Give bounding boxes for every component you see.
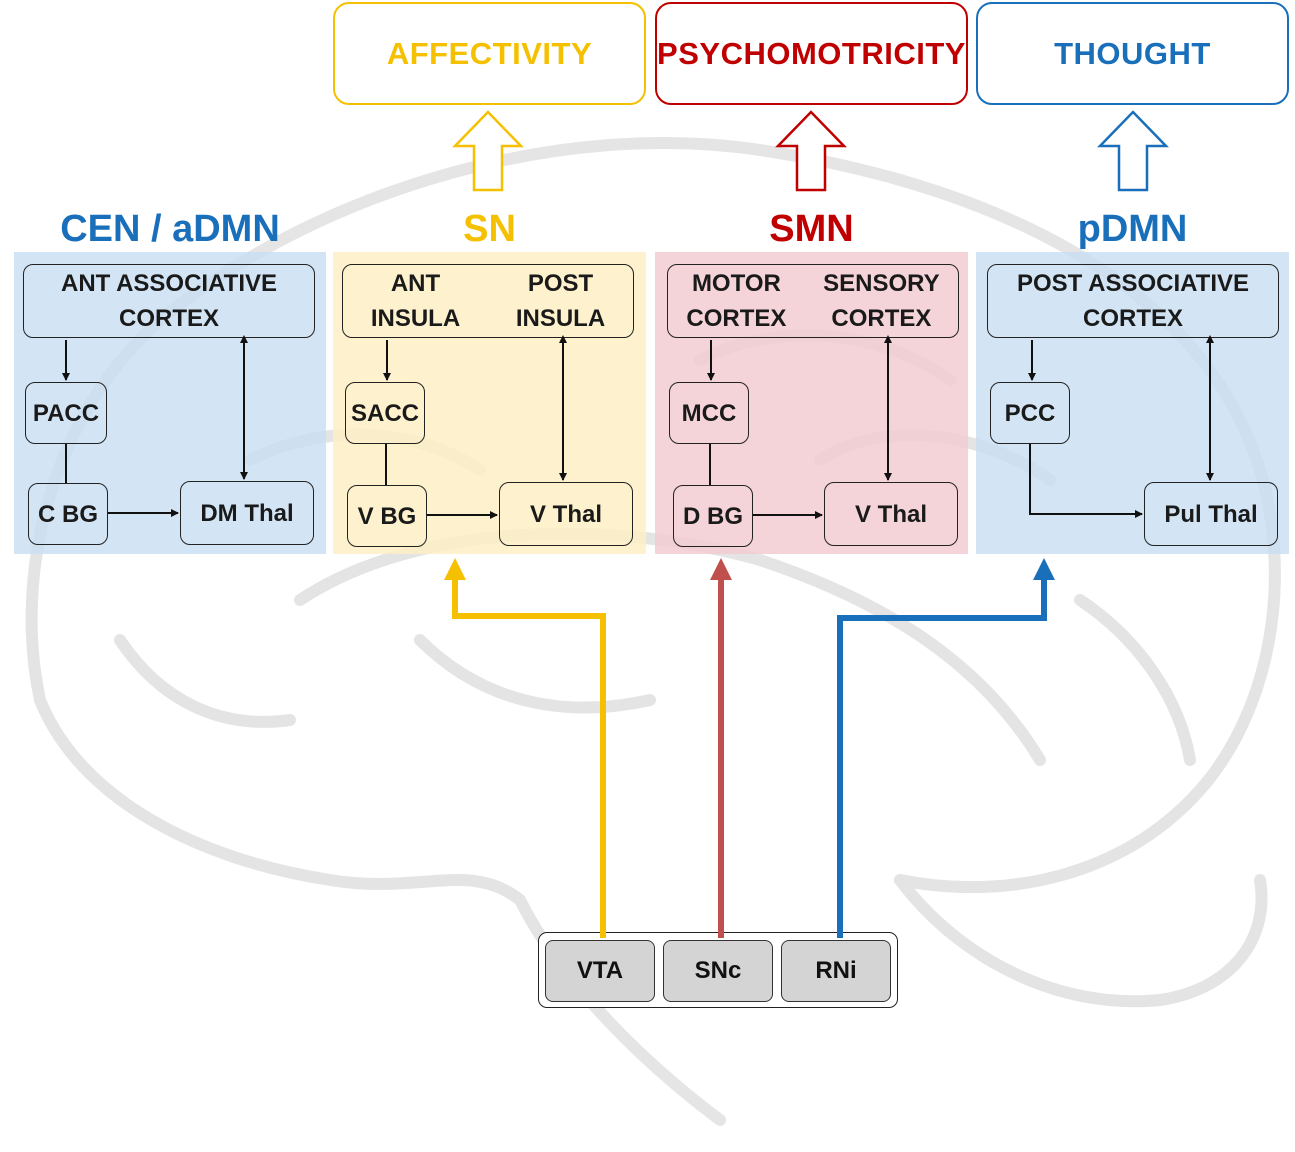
network-title-pdmn: pDMN [1077, 208, 1188, 250]
hollow-arrow-psychomotricity [775, 110, 847, 192]
network-title-sn: SN [463, 208, 516, 250]
output-affectivity-label: AFFECTIVITY [386, 35, 593, 71]
output-thought: THOUGHT [976, 2, 1289, 105]
node-mcc: MCC [669, 382, 749, 444]
output-psychomotricity-label: PSYCHOMOTRICITY [657, 35, 966, 71]
hollow-arrow-thought [1097, 110, 1169, 192]
network-title-cen: CEN / aDMN [60, 208, 280, 250]
node-dm-thal: DM Thal [180, 481, 314, 545]
projection-rni-arrowhead-icon [1033, 558, 1055, 580]
output-affectivity: AFFECTIVITY [333, 2, 646, 105]
projection-rni-to-pdmn [837, 578, 1047, 938]
node-post-insula: POST INSULA [515, 270, 606, 332]
node-sacc: SACC [345, 382, 425, 444]
node-pul-thal: Pul Thal [1144, 482, 1278, 546]
node-v-thal-sn: V Thal [499, 482, 633, 546]
node-ant-associative-cortex: ANT ASSOCIATIVE CORTEX [23, 264, 315, 338]
node-sensory-cortex: SENSORY CORTEX [823, 270, 940, 332]
output-thought-label: THOUGHT [1054, 35, 1211, 71]
node-ant-insula: ANT INSULA [370, 270, 461, 332]
projection-vta-to-sn [452, 578, 606, 938]
projection-vta-arrowhead-icon [444, 558, 466, 580]
node-v-thal-smn: V Thal [824, 482, 958, 546]
node-pacc: PACC [25, 382, 107, 444]
nucleus-snc: SNc [663, 940, 773, 1002]
nucleus-vta: VTA [545, 940, 655, 1002]
node-c-bg: C BG [28, 483, 108, 545]
output-psychomotricity: PSYCHOMOTRICITY [655, 2, 968, 105]
nucleus-rni: RNi [781, 940, 891, 1002]
link-pcc-to-pulthal [1029, 444, 1143, 518]
node-insula-cortex: ANT INSULA POST INSULA [342, 264, 634, 338]
node-pcc: PCC [990, 382, 1070, 444]
panel-pdmn [976, 252, 1289, 554]
hollow-arrow-affectivity [452, 110, 524, 192]
node-post-associative-cortex: POST ASSOCIATIVE CORTEX [987, 264, 1279, 338]
panel-cen [14, 252, 326, 554]
panel-smn [655, 252, 968, 554]
node-motor-sensory-cortex: MOTOR CORTEX SENSORY CORTEX [667, 264, 959, 338]
network-title-smn: SMN [769, 208, 854, 250]
projection-snc-arrowhead-icon [710, 558, 732, 580]
node-v-bg-sn: V BG [347, 485, 427, 547]
node-d-bg: D BG [673, 485, 753, 547]
node-motor-cortex: MOTOR CORTEX [686, 270, 787, 332]
panel-sn [333, 252, 646, 554]
